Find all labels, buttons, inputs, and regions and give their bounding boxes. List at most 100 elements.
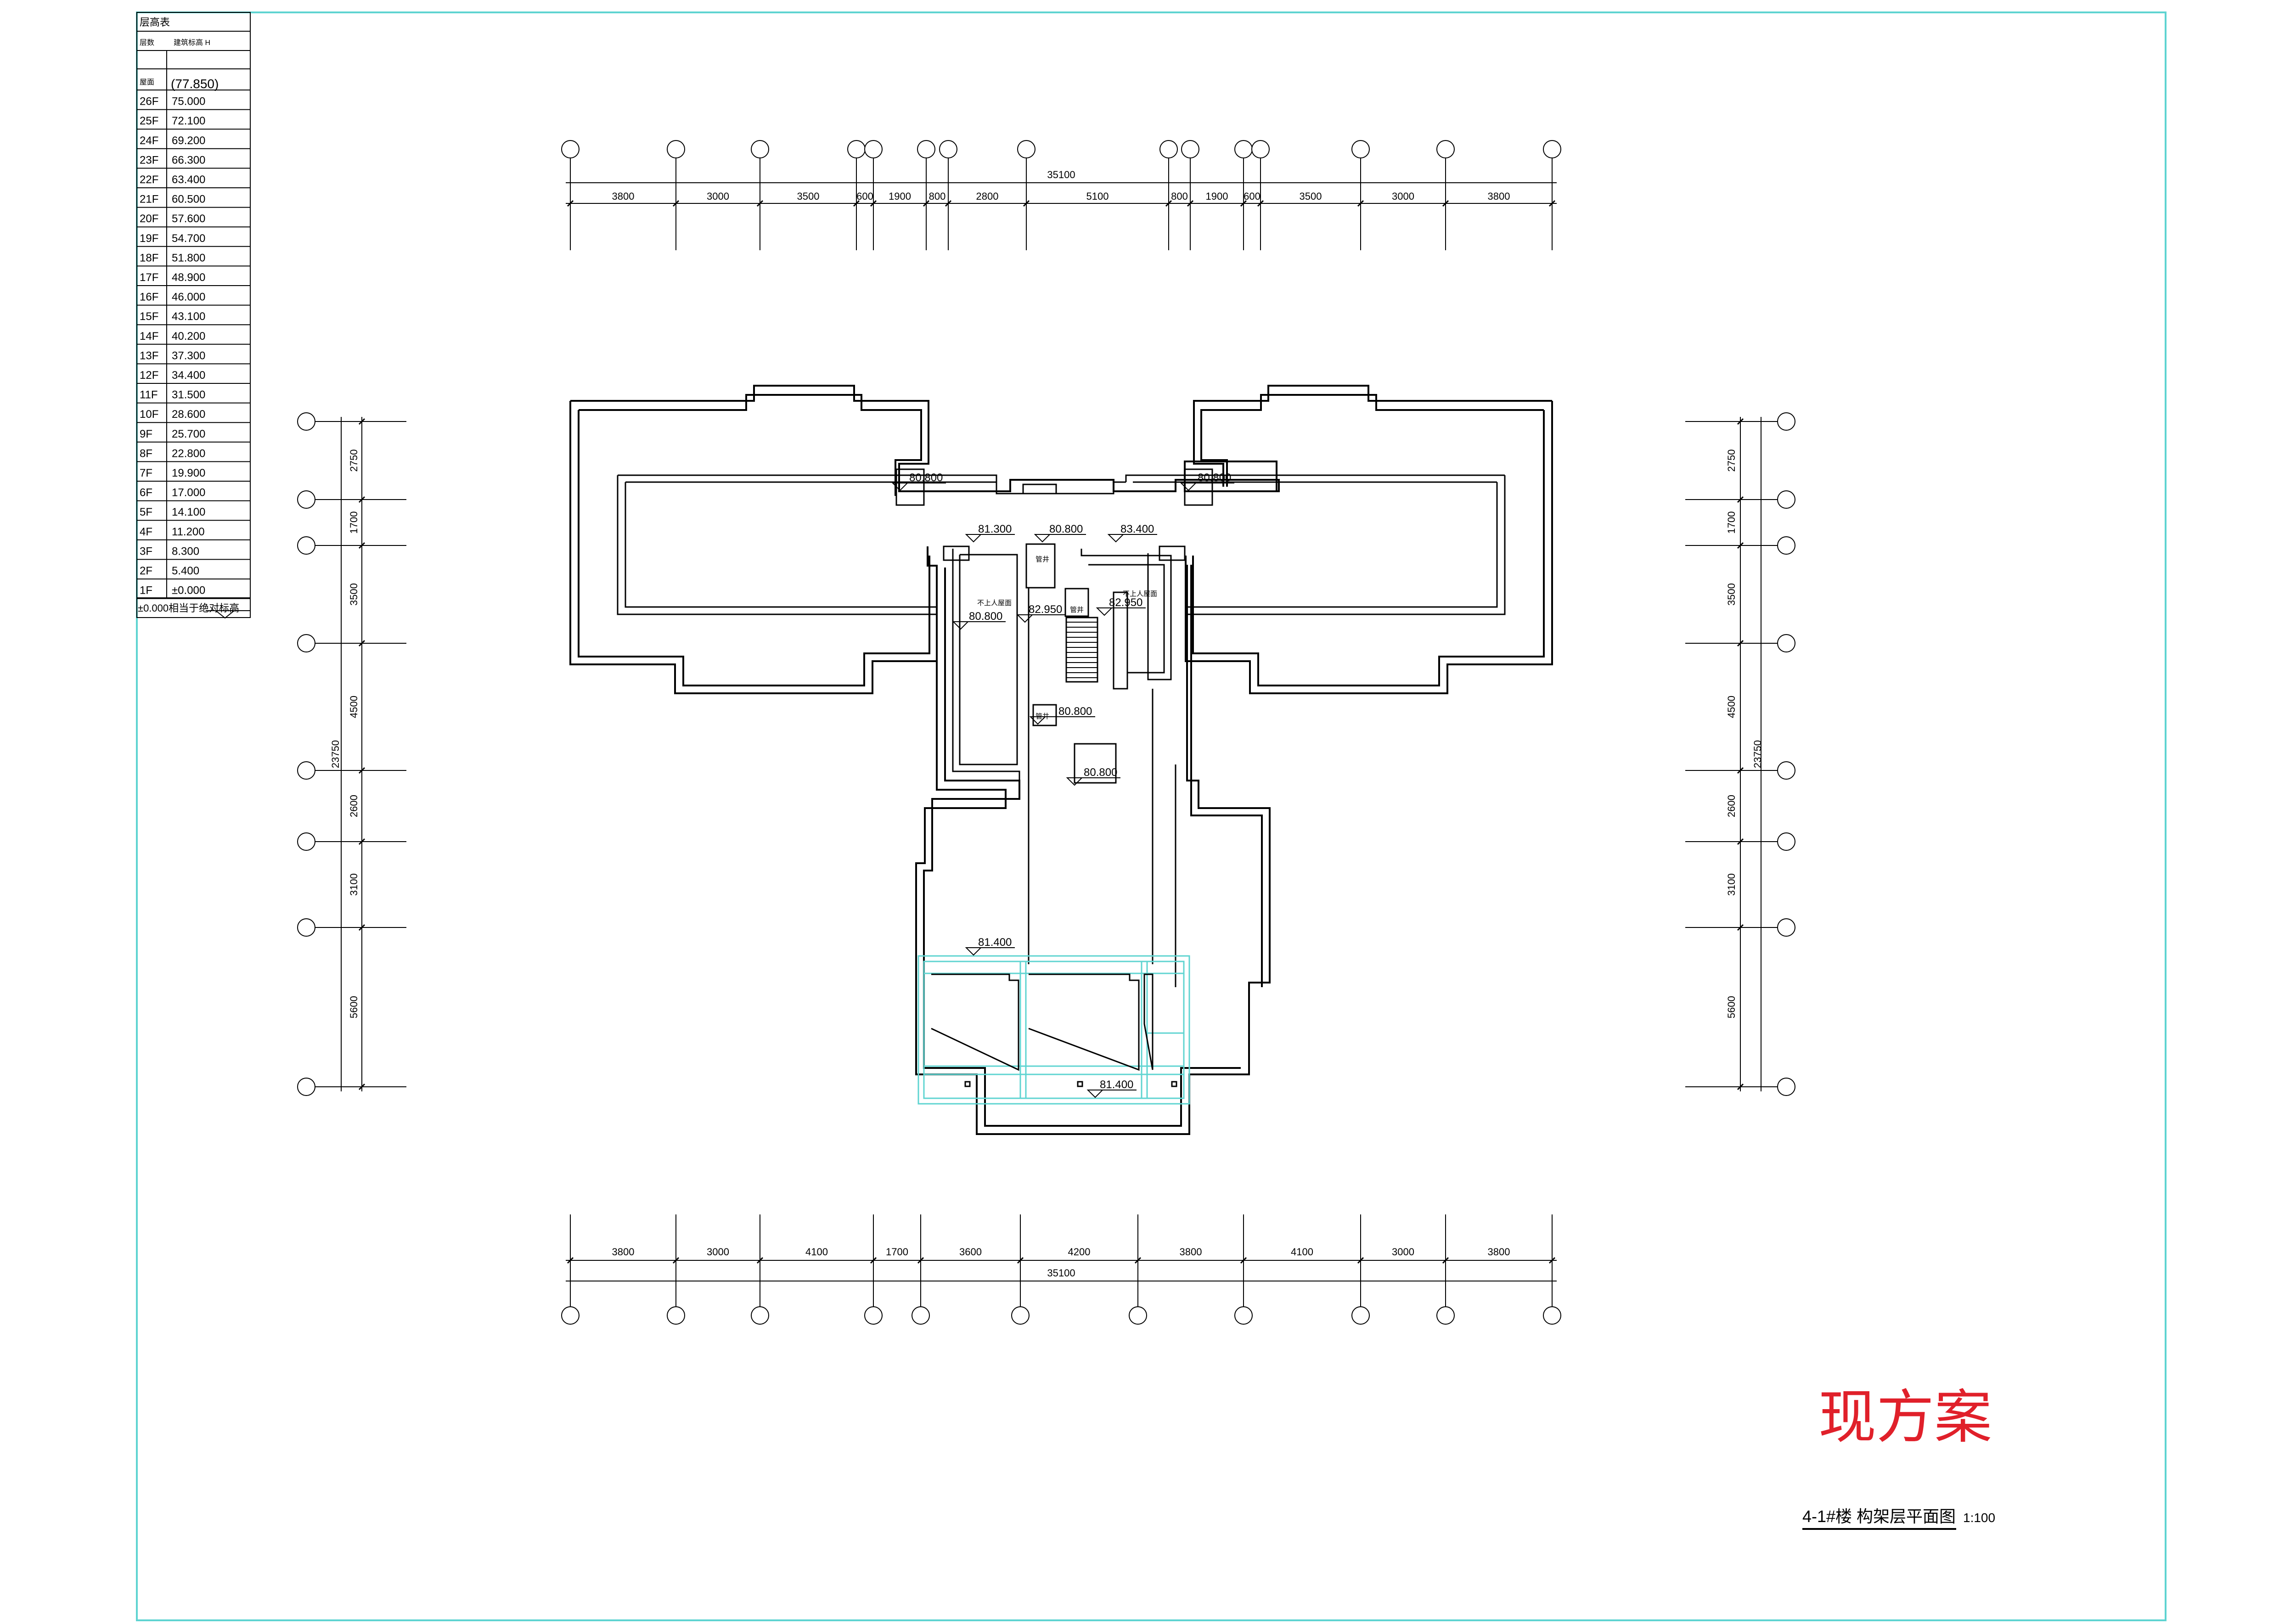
axis-bubble-icon (1777, 1078, 1795, 1096)
axis-bubble-icon (561, 140, 580, 158)
dimension-segment-label: 3800 (1488, 1246, 1510, 1258)
elevation-label: 81.400 (978, 936, 1012, 949)
level-row-floor: 10F (140, 408, 158, 421)
axis-bubble-icon (561, 1306, 580, 1325)
level-row-elev: 75.000 (172, 96, 205, 108)
elevation-label: 80.800 (1198, 472, 1231, 484)
level-row-floor: 5F (140, 506, 152, 518)
axis-bubble-icon (1777, 536, 1795, 555)
axis-bubble-icon (864, 1306, 883, 1325)
level-row-floor: 12F (140, 369, 158, 382)
axis-bubble-icon (297, 761, 315, 780)
dimension-segment-label: 3500 (1300, 191, 1322, 202)
elevation-triangle-icon (1066, 777, 1083, 786)
dimension-segment-label: 3800 (1180, 1246, 1202, 1258)
level-row-floor: 8F (140, 447, 152, 460)
axis-bubble-icon (297, 412, 315, 431)
level-row-floor: 11F (140, 389, 158, 401)
dimension-segment-label: 5600 (1726, 996, 1737, 1018)
axis-bubble-icon (1436, 140, 1455, 158)
elevation-triangle-icon (1029, 716, 1047, 725)
elevation-triangle-icon (1096, 607, 1113, 616)
dimension-segment-label: 4500 (348, 696, 360, 718)
level-row-floor: 22F (140, 174, 158, 186)
dimension-segment-label: 1700 (886, 1246, 908, 1258)
level-row-elev: 34.400 (172, 369, 205, 382)
level-row-floor: 24F (140, 135, 158, 147)
level-row-elev: 14.100 (172, 506, 205, 518)
elevation-triangle-icon (965, 947, 982, 956)
dimension-total-label: 35100 (1047, 169, 1075, 180)
dimension-segment-label: 600 (1244, 191, 1261, 202)
elevation-label: 81.300 (978, 523, 1012, 535)
core-rooms (943, 543, 1186, 784)
dimension-segment-label: 3000 (707, 1246, 729, 1258)
level-row-elev: 48.900 (172, 271, 205, 284)
dimension-segment-label: 3800 (612, 191, 635, 202)
axis-bubble-icon (297, 1078, 315, 1096)
axis-bubble-icon (1777, 490, 1795, 509)
axis-bubble-icon (1777, 412, 1795, 431)
elevation-label: 83.400 (1120, 523, 1154, 535)
axis-bubble-icon (1777, 918, 1795, 937)
level-row-elev: 5.400 (172, 565, 199, 577)
level-row-elev: 63.400 (172, 174, 205, 186)
elevation-triangle-icon (1180, 483, 1197, 491)
dimension-segment-label: 3500 (1726, 583, 1737, 606)
axis-bubble-icon (1351, 1306, 1370, 1325)
level-row-elev: 66.300 (172, 154, 205, 166)
dimension-segment-label: 800 (929, 191, 946, 202)
axis-bubble-icon (1251, 140, 1270, 158)
level-row-elev: 72.100 (172, 115, 205, 127)
axis-bubble-icon (1234, 140, 1253, 158)
level-row-elev: 60.500 (172, 193, 205, 206)
level-row-elev: 17.000 (172, 487, 205, 499)
level-row-floor: 16F (140, 291, 158, 303)
level-table-header-floor: 层数 (140, 39, 154, 47)
corridor-lines (1028, 588, 1176, 987)
level-row-elev: 25.700 (172, 428, 205, 440)
level-table-roof-label: 屋面 (140, 79, 154, 86)
level-table-footer: ±0.000相当于绝对标高 (138, 602, 239, 614)
level-row-floor: 18F (140, 252, 158, 264)
axis-bubble-icon (1234, 1306, 1253, 1325)
level-row-floor: 23F (140, 154, 158, 166)
level-row-floor: 26F (140, 96, 158, 108)
axis-bubble-icon (1159, 140, 1178, 158)
elevation-label: 80.800 (969, 610, 1002, 623)
sheet-border (136, 11, 2167, 1621)
building-outline (569, 385, 1553, 1135)
dimension-segment-label: 3500 (797, 191, 820, 202)
level-row-floor: 20F (140, 213, 158, 225)
level-table-roof-value: (77.850) (171, 77, 219, 91)
axis-bubble-icon (1777, 832, 1795, 851)
axis-bubble-icon (847, 140, 866, 158)
axis-bubble-icon (667, 140, 685, 158)
axis-bubble-icon (1543, 1306, 1561, 1325)
level-row-floor: 13F (140, 349, 158, 362)
room-tag-c: 管井 (1035, 713, 1049, 720)
dimension-segment-label: 2600 (348, 795, 360, 817)
level-row-elev: 40.200 (172, 330, 205, 343)
dimension-segment-label: 2750 (1726, 450, 1737, 472)
frame-structure (917, 955, 1190, 1105)
level-row-elev: 46.000 (172, 291, 205, 303)
elevation-triangle-icon (952, 621, 969, 630)
level-row-elev: 28.600 (172, 408, 205, 421)
dimension-segment-label: 2750 (348, 450, 360, 472)
dimension-segment-label: 4100 (1291, 1246, 1313, 1258)
axis-bubble-icon (1543, 140, 1561, 158)
level-row-elev: 22.800 (172, 447, 205, 460)
axis-bubble-icon (297, 536, 315, 555)
elevation-triangle-icon (1034, 534, 1051, 543)
axis-bubble-icon (297, 634, 315, 652)
axis-bubble-icon (297, 918, 315, 937)
dimension-segment-label: 5100 (1086, 191, 1109, 202)
dimension-segment-label: 2600 (1726, 795, 1737, 817)
